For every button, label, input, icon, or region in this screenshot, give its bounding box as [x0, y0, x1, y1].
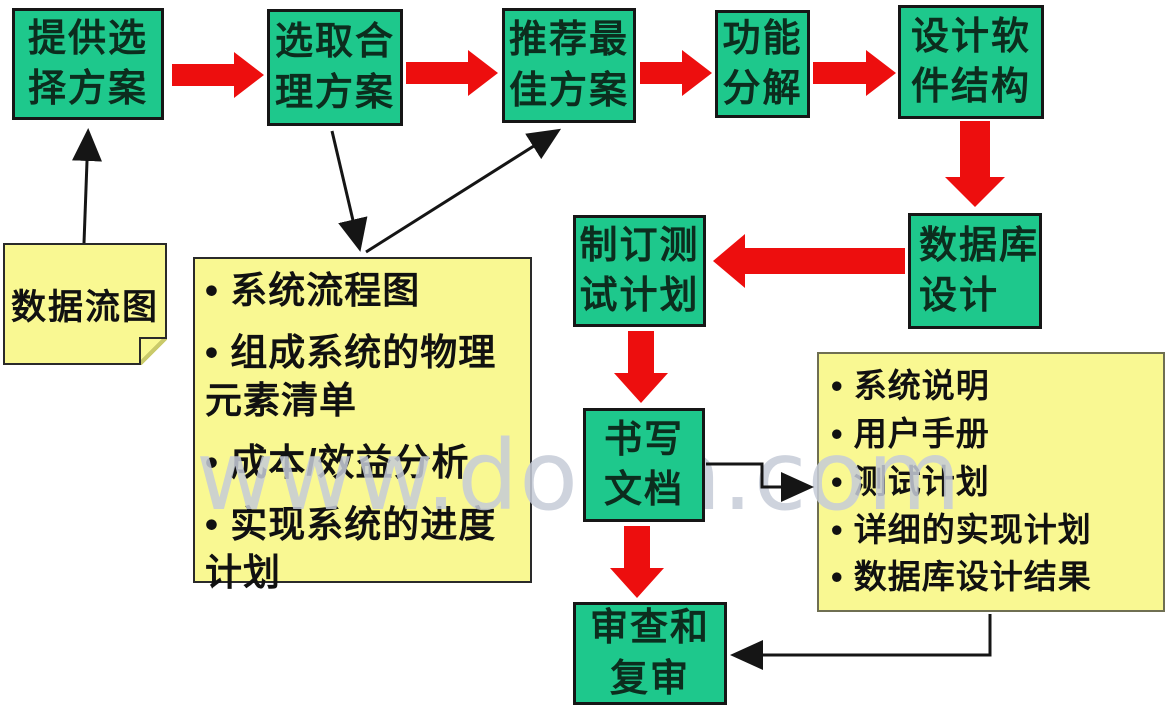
physical-design-deliverables-box: 系统流程图 组成系统的物理元素清单 成本/效益分析 实现系统的进度计划 — [193, 257, 532, 593]
arrow-writedocs-to-review — [610, 526, 664, 598]
note-fold-corner — [139, 337, 167, 365]
dataflow-diagram-note: 数据流图 — [3, 243, 167, 365]
arrow-testplan-to-writedocs — [614, 331, 668, 403]
list-item: 组成系统的物理元素清单 — [205, 329, 522, 425]
node-provide-options: 提供选 择方案 — [12, 8, 164, 120]
arrow-deliverables-to-recommend — [365, 128, 562, 254]
node-recommend-best: 推荐最 佳方案 — [502, 8, 636, 123]
docin-watermark: www.docin.com — [196, 420, 962, 532]
node-select-reasonable: 选取合 理方案 — [267, 9, 403, 126]
node-database-design: 数据库 设计 — [908, 213, 1042, 329]
list-item: 实现系统的进度计划 — [205, 501, 522, 597]
bullet-list: 系统流程图 组成系统的物理元素清单 成本/效益分析 实现系统的进度计划 — [195, 259, 530, 598]
node-design-software-structure: 设计软 件结构 — [898, 5, 1044, 119]
list-item: 系统流程图 — [205, 267, 522, 315]
documentation-deliverables-box: 系统说明 用户手册 测试计划 详细的实现计划 数据库设计结果 — [817, 352, 1165, 612]
list-item: 数据库设计结果 — [831, 553, 1157, 601]
node-review-and-recheck: 审查和 复审 — [573, 602, 727, 705]
list-item: 详细的实现计划 — [831, 506, 1157, 554]
arrow-docs-list-to-review — [730, 614, 992, 670]
arrow-recommend-to-decompose — [640, 50, 712, 96]
list-item: 成本/效益分析 — [205, 439, 522, 487]
node-write-documents: 书写 文档 — [583, 408, 705, 522]
node-make-test-plan: 制订测 试计划 — [573, 215, 706, 327]
node-function-decomposition: 功能 分解 — [715, 10, 810, 118]
list-item: 用户手册 — [831, 410, 1157, 458]
arrow-provide-to-select — [172, 52, 264, 98]
note-label: 数据流图 — [10, 287, 159, 327]
arrow-structure-to-database — [945, 121, 1005, 207]
list-item: 测试计划 — [831, 458, 1157, 506]
arrow-database-to-testplan — [713, 234, 905, 288]
arrow-select-to-deliverables — [330, 130, 368, 252]
list-item: 系统说明 — [831, 362, 1157, 410]
bullet-list: 系统说明 用户手册 测试计划 详细的实现计划 数据库设计结果 — [819, 354, 1163, 601]
arrow-note-to-provide — [72, 128, 102, 244]
arrow-decompose-to-structure — [813, 50, 896, 96]
arrow-select-to-recommend — [406, 50, 498, 96]
